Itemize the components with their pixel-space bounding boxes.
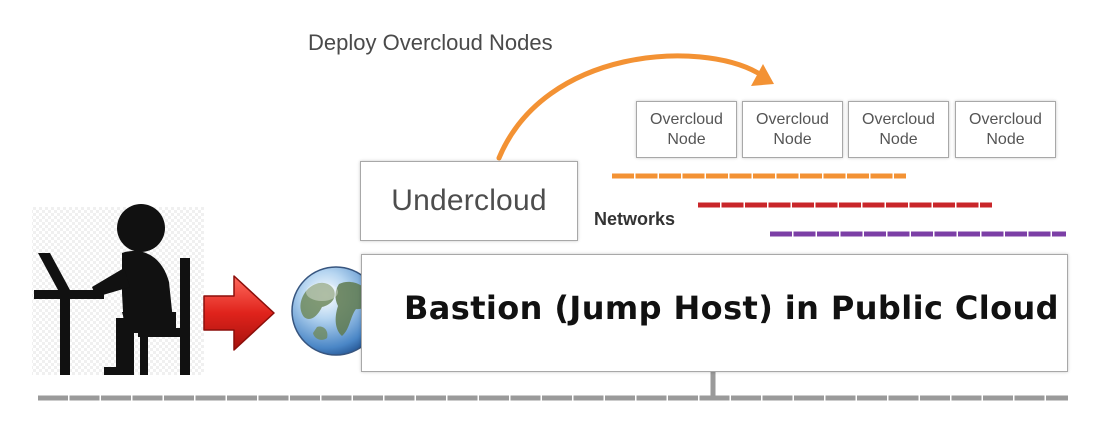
overcloud-node-line2: Node xyxy=(879,130,918,148)
deploy-arrowhead xyxy=(751,64,774,86)
overcloud-node-4: Overcloud Node xyxy=(955,101,1056,158)
overcloud-node-line1: Overcloud xyxy=(862,110,935,128)
red-arrow-icon xyxy=(203,275,275,351)
bastion-box xyxy=(361,254,1068,372)
overcloud-node-2: Overcloud Node xyxy=(742,101,843,158)
overcloud-node-line1: Overcloud xyxy=(756,110,829,128)
overcloud-node-line2: Node xyxy=(773,130,812,148)
bastion-label: Bastion (Jump Host) in Public Cloud xyxy=(404,289,1059,327)
user-at-laptop-icon xyxy=(32,204,204,375)
overcloud-node-3: Overcloud Node xyxy=(848,101,949,158)
overcloud-node-line2: Node xyxy=(667,130,706,148)
undercloud-box: Undercloud xyxy=(360,161,578,241)
overcloud-node-1: Overcloud Node xyxy=(636,101,737,158)
overcloud-node-line1: Overcloud xyxy=(650,110,723,128)
overcloud-node-line1: Overcloud xyxy=(969,110,1042,128)
overcloud-node-line2: Node xyxy=(986,130,1025,148)
globe-icon xyxy=(291,266,381,356)
networks-label: Networks xyxy=(594,209,676,229)
undercloud-label: Undercloud xyxy=(391,184,547,217)
deploy-overcloud-label: Deploy Overcloud Nodes xyxy=(308,30,553,55)
